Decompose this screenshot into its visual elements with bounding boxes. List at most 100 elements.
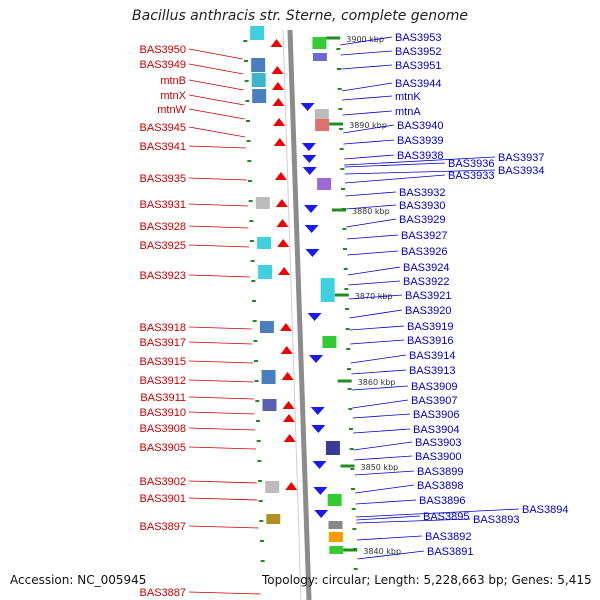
right-gene-label-bas3919[interactable]: BAS3919 bbox=[407, 321, 453, 333]
left-gene-box[interactable] bbox=[255, 197, 270, 209]
right-gene-label-bas3939[interactable]: BAS3939 bbox=[397, 135, 443, 147]
right-gene-label-bas3920[interactable]: BAS3920 bbox=[405, 305, 451, 317]
left-gene-label-bas3931[interactable]: BAS3931 bbox=[140, 199, 186, 211]
left-gene-label-bas3935[interactable]: BAS3935 bbox=[140, 173, 186, 185]
left-gene-label-bas3901[interactable]: BAS3901 bbox=[140, 493, 186, 505]
left-gene-arrow[interactable] bbox=[281, 372, 294, 380]
right-gene-arrow[interactable] bbox=[301, 143, 316, 151]
right-gene-label-mtna[interactable]: mtnA bbox=[395, 106, 421, 118]
right-gene-label-bas3921[interactable]: BAS3921 bbox=[405, 290, 451, 302]
left-gene-box[interactable] bbox=[259, 321, 274, 333]
right-gene-label-bas3913[interactable]: BAS3913 bbox=[409, 365, 455, 377]
left-gene-arrow[interactable] bbox=[271, 82, 284, 90]
left-gene-arrow[interactable] bbox=[276, 219, 289, 227]
right-gene-arrow[interactable] bbox=[300, 103, 315, 111]
left-gene-arrow[interactable] bbox=[278, 267, 291, 275]
left-gene-box[interactable] bbox=[261, 370, 276, 384]
left-gene-label-bas3918[interactable]: BAS3918 bbox=[140, 322, 186, 334]
right-gene-box[interactable] bbox=[328, 532, 343, 542]
left-gene-label-bas3905[interactable]: BAS3905 bbox=[140, 442, 186, 454]
left-gene-box[interactable] bbox=[262, 399, 277, 411]
left-gene-arrow[interactable] bbox=[270, 39, 283, 47]
left-gene-arrow[interactable] bbox=[273, 118, 286, 126]
right-gene-label-bas3900[interactable]: BAS3900 bbox=[415, 451, 461, 463]
right-gene-box[interactable] bbox=[317, 178, 332, 190]
left-gene-arrow[interactable] bbox=[279, 323, 292, 331]
left-gene-arrow[interactable] bbox=[274, 172, 287, 180]
left-gene-label-bas3902[interactable]: BAS3902 bbox=[140, 476, 186, 488]
left-gene-box[interactable] bbox=[251, 73, 266, 87]
left-gene-label-bas3897[interactable]: BAS3897 bbox=[140, 521, 186, 533]
left-gene-label-bas3925[interactable]: BAS3925 bbox=[140, 240, 186, 252]
left-gene-arrow[interactable] bbox=[283, 434, 296, 442]
right-gene-arrow[interactable] bbox=[313, 487, 328, 495]
right-gene-box[interactable] bbox=[314, 109, 329, 119]
right-gene-box[interactable] bbox=[315, 119, 330, 131]
left-gene-arrow[interactable] bbox=[273, 138, 286, 146]
right-gene-arrow[interactable] bbox=[305, 249, 320, 257]
right-gene-arrow[interactable] bbox=[302, 167, 317, 175]
right-gene-arrow[interactable] bbox=[309, 355, 323, 363]
left-gene-arrow[interactable] bbox=[275, 199, 288, 207]
right-gene-label-bas3894[interactable]: BAS3894 bbox=[522, 504, 568, 516]
left-gene-box[interactable] bbox=[265, 481, 280, 493]
right-gene-label-bas3934[interactable]: BAS3934 bbox=[498, 165, 544, 177]
left-gene-arrow[interactable] bbox=[283, 414, 295, 422]
right-gene-label-bas3932[interactable]: BAS3932 bbox=[399, 187, 445, 199]
left-gene-arrow[interactable] bbox=[271, 66, 284, 74]
right-gene-box[interactable] bbox=[312, 53, 327, 61]
right-gene-label-bas3914[interactable]: BAS3914 bbox=[409, 350, 455, 362]
right-gene-label-bas3940[interactable]: BAS3940 bbox=[397, 120, 443, 132]
right-gene-arrow[interactable] bbox=[311, 425, 326, 433]
left-gene-label-bas3945[interactable]: BAS3945 bbox=[140, 122, 186, 134]
right-gene-label-bas3896[interactable]: BAS3896 bbox=[419, 495, 465, 507]
right-gene-label-bas3953[interactable]: BAS3953 bbox=[395, 32, 441, 44]
right-gene-label-bas3952[interactable]: BAS3952 bbox=[395, 46, 441, 58]
right-gene-label-bas3926[interactable]: BAS3926 bbox=[401, 246, 447, 258]
right-gene-box[interactable] bbox=[325, 441, 340, 455]
right-gene-label-bas3916[interactable]: BAS3916 bbox=[407, 335, 453, 347]
left-gene-label-bas3941[interactable]: BAS3941 bbox=[140, 141, 186, 153]
left-gene-box[interactable] bbox=[252, 89, 267, 103]
left-gene-label-bas3950[interactable]: BAS3950 bbox=[140, 44, 186, 56]
left-gene-box[interactable] bbox=[257, 237, 272, 249]
right-gene-label-bas3909[interactable]: BAS3909 bbox=[411, 381, 457, 393]
right-gene-label-bas3899[interactable]: BAS3899 bbox=[417, 466, 463, 478]
left-gene-label-bas3911[interactable]: BAS3911 bbox=[140, 392, 186, 404]
right-gene-arrow[interactable] bbox=[312, 461, 327, 469]
right-gene-box[interactable] bbox=[322, 336, 337, 348]
right-gene-arrow[interactable] bbox=[310, 407, 325, 415]
right-gene-label-bas3891[interactable]: BAS3891 bbox=[427, 546, 473, 558]
left-gene-box[interactable] bbox=[258, 265, 273, 279]
left-gene-arrow[interactable] bbox=[280, 346, 293, 354]
right-gene-box[interactable] bbox=[312, 37, 327, 49]
left-gene-label-bas3912[interactable]: BAS3912 bbox=[140, 375, 186, 387]
right-gene-label-bas3922[interactable]: BAS3922 bbox=[403, 276, 449, 288]
left-gene-label-bas3910[interactable]: BAS3910 bbox=[140, 407, 186, 419]
left-gene-label-bas3917[interactable]: BAS3917 bbox=[140, 337, 186, 349]
left-gene-label-bas3923[interactable]: BAS3923 bbox=[140, 270, 186, 282]
right-gene-label-bas3892[interactable]: BAS3892 bbox=[425, 531, 471, 543]
left-gene-label-bas3928[interactable]: BAS3928 bbox=[140, 221, 186, 233]
left-gene-arrow[interactable] bbox=[272, 98, 285, 106]
right-gene-box[interactable] bbox=[329, 546, 344, 554]
right-gene-label-bas3927[interactable]: BAS3927 bbox=[401, 230, 447, 242]
left-gene-arrow[interactable] bbox=[282, 401, 295, 409]
left-gene-label-mtnw[interactable]: mtnW bbox=[157, 104, 186, 116]
left-gene-label-mtnx[interactable]: mtnX bbox=[160, 90, 186, 102]
left-gene-label-bas3908[interactable]: BAS3908 bbox=[140, 423, 186, 435]
right-gene-label-bas3904[interactable]: BAS3904 bbox=[413, 424, 459, 436]
right-gene-box[interactable] bbox=[327, 494, 342, 506]
right-gene-box[interactable] bbox=[328, 521, 343, 529]
right-gene-label-bas3930[interactable]: BAS3930 bbox=[399, 200, 445, 212]
left-gene-label-bas3915[interactable]: BAS3915 bbox=[140, 356, 186, 368]
right-gene-label-bas3944[interactable]: BAS3944 bbox=[395, 78, 441, 90]
right-gene-label-bas3898[interactable]: BAS3898 bbox=[417, 480, 463, 492]
right-gene-label-bas3903[interactable]: BAS3903 bbox=[415, 437, 461, 449]
left-gene-box[interactable] bbox=[266, 514, 281, 524]
right-gene-label-bas3907[interactable]: BAS3907 bbox=[411, 395, 457, 407]
right-gene-label-bas3951[interactable]: BAS3951 bbox=[395, 60, 441, 72]
right-gene-arrow[interactable] bbox=[304, 225, 319, 233]
right-gene-label-bas3929[interactable]: BAS3929 bbox=[399, 214, 445, 226]
left-gene-arrow[interactable] bbox=[277, 239, 290, 247]
